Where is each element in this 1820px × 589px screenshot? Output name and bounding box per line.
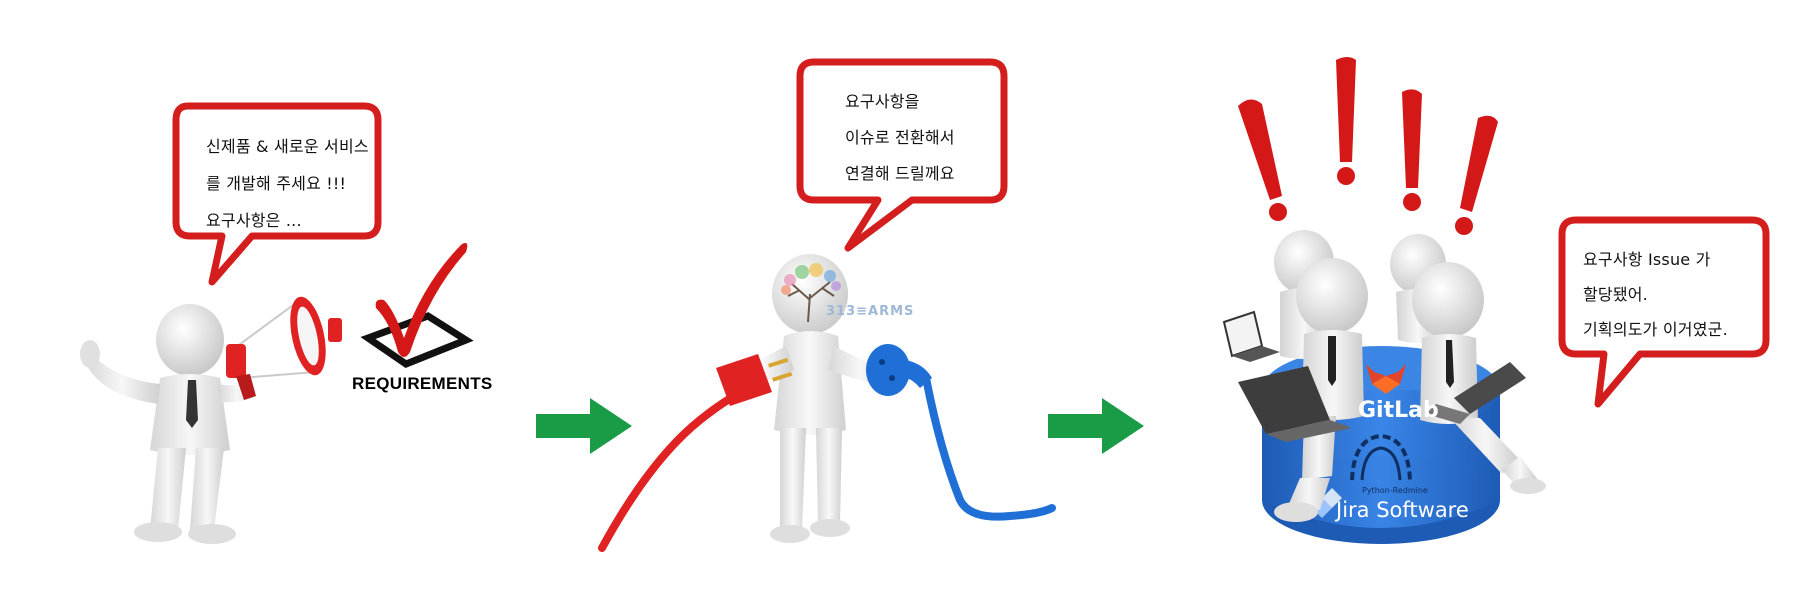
redmine-logo-icon bbox=[1350, 433, 1412, 481]
assigned-illustration bbox=[1222, 57, 1770, 544]
panel-assigned: GitLab Python-Redmine Jira Software 요구사항… bbox=[1100, 0, 1820, 589]
bubble-text-line: 기획의도가 이거였군. bbox=[1583, 320, 1728, 339]
speech-bubble-assigned bbox=[1558, 216, 1770, 408]
person-plugs bbox=[734, 254, 892, 543]
bubble-text-line: 요구사항을 bbox=[845, 92, 920, 111]
person-megaphone bbox=[80, 296, 342, 544]
requirements-label: REQUIREMENTS bbox=[352, 374, 493, 393]
bubble-text-line: 신제품 & 새로운 서비스 bbox=[206, 137, 369, 156]
arms-watermark: 313≡ARMS bbox=[826, 304, 915, 319]
bubble-text-line: 할당됐어. bbox=[1583, 285, 1648, 304]
panel-request: 신제품 & 새로운 서비스 를 개발해 주세요 !!! 요구사항은 ... RE… bbox=[0, 0, 540, 589]
gitlab-label: GitLab bbox=[1358, 398, 1439, 423]
exclamation-icon bbox=[1238, 99, 1287, 221]
blue-socket-icon bbox=[866, 344, 932, 396]
speech-bubble-connect bbox=[796, 58, 1008, 252]
speech-bubble-request bbox=[172, 102, 382, 286]
panel-connect: 요구사항을 이슈로 전환해서 연결해 드릴께요 313≡ARMS bbox=[540, 0, 1100, 589]
jira-label: Jira Software bbox=[1336, 498, 1469, 522]
bubble-text-line: 이슈로 전환해서 bbox=[845, 128, 955, 147]
arrow-right-icon bbox=[536, 398, 632, 454]
red-plug-icon bbox=[716, 354, 793, 406]
exclamation-icon bbox=[1402, 89, 1422, 211]
people-working bbox=[1222, 230, 1546, 522]
gitlab-logo-icon bbox=[1366, 364, 1406, 394]
exclamation-icon bbox=[1336, 57, 1356, 185]
bubble-text-line: 연결해 드릴께요 bbox=[845, 164, 955, 183]
exclamation-icon bbox=[1455, 115, 1498, 235]
arrow-right-icon bbox=[1048, 398, 1144, 454]
tree-logo-icon bbox=[781, 263, 841, 323]
bubble-text-line: 요구사항은 ... bbox=[206, 211, 302, 230]
connect-illustration bbox=[598, 58, 1056, 552]
requirements-checkbox bbox=[360, 243, 474, 368]
request-illustration bbox=[80, 102, 474, 544]
bubble-text-line: 요구사항 Issue 가 bbox=[1583, 250, 1711, 269]
redmine-label: Python-Redmine bbox=[1362, 486, 1428, 495]
bubble-text-line: 를 개발해 주세요 !!! bbox=[206, 174, 347, 193]
